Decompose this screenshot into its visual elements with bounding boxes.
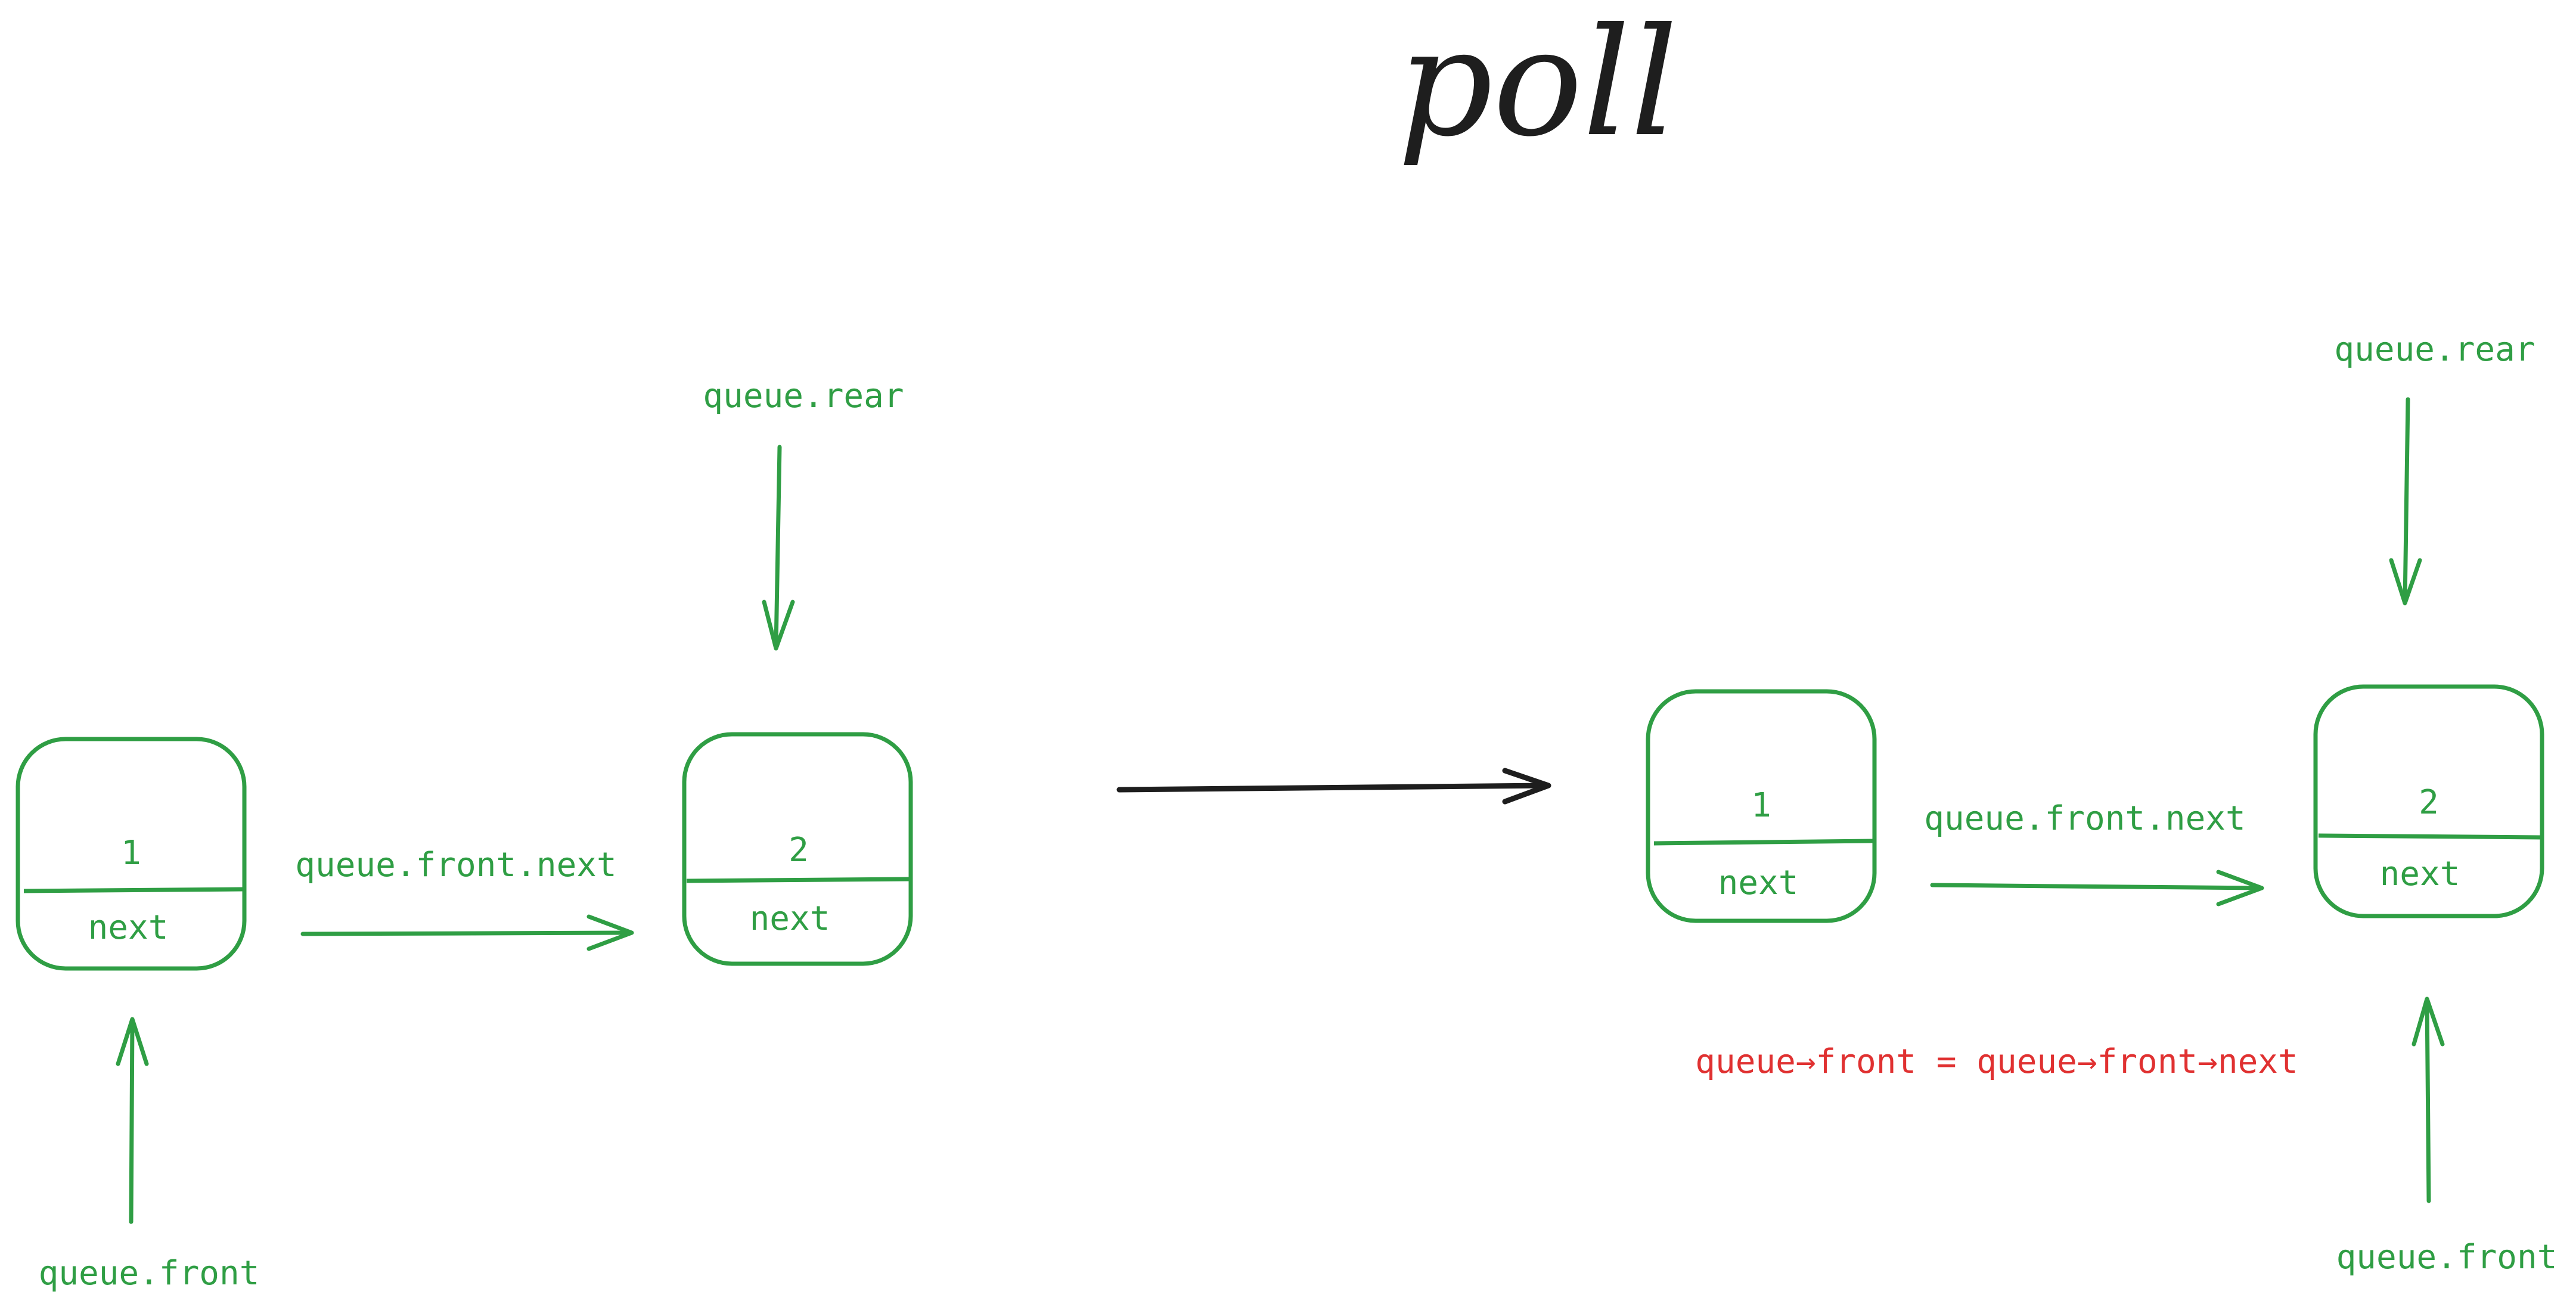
before-node-2: 2 next xyxy=(682,732,913,966)
before-state: 1 next 2 next queue.front.next queue.rea… xyxy=(15,377,913,1293)
node-value: 1 xyxy=(121,834,141,873)
node-box xyxy=(15,737,247,971)
node-divider xyxy=(686,877,910,883)
front-pointer-arrow xyxy=(2411,997,2445,1203)
link-label: queue.front.next xyxy=(1924,799,2245,838)
link-label: queue.front.next xyxy=(295,846,616,884)
rear-pointer-label: queue.rear xyxy=(703,377,904,415)
rear-pointer-arrow xyxy=(2389,397,2422,606)
rear-pointer-label: queue.rear xyxy=(2334,330,2535,369)
transition-arrow xyxy=(1116,768,1551,805)
diagram-title: poll xyxy=(1398,0,1678,169)
front-pointer-label: queue.front xyxy=(2336,1238,2558,1277)
node-next-field: next xyxy=(2380,855,2460,893)
node-value: 2 xyxy=(789,831,809,870)
after-node-2: 2 next xyxy=(2313,684,2544,918)
node-divider xyxy=(1653,839,1873,846)
node-next-field: next xyxy=(750,899,830,938)
node-box xyxy=(1646,689,1877,923)
front-pointer-label: queue.front xyxy=(39,1254,260,1293)
after-state: 1 next 2 next queue.front.next queue→fro… xyxy=(1646,330,2558,1277)
before-node-1: 1 next xyxy=(15,737,247,971)
node-value: 2 xyxy=(2419,783,2439,822)
operation-text: queue→front = queue→front→next xyxy=(1695,1042,2298,1081)
node-box xyxy=(2313,684,2544,918)
link-arrow xyxy=(300,914,634,951)
after-node-1: 1 next xyxy=(1646,689,1877,923)
node-next-field: next xyxy=(1718,864,1799,902)
node-value: 1 xyxy=(1751,786,1771,825)
front-pointer-arrow xyxy=(116,1017,149,1224)
rear-pointer-arrow xyxy=(762,445,795,651)
node-next-field: next xyxy=(88,908,169,947)
node-box xyxy=(682,732,913,966)
node-divider xyxy=(2318,833,2541,840)
node-divider xyxy=(23,887,244,893)
link-arrow xyxy=(1930,870,2264,907)
